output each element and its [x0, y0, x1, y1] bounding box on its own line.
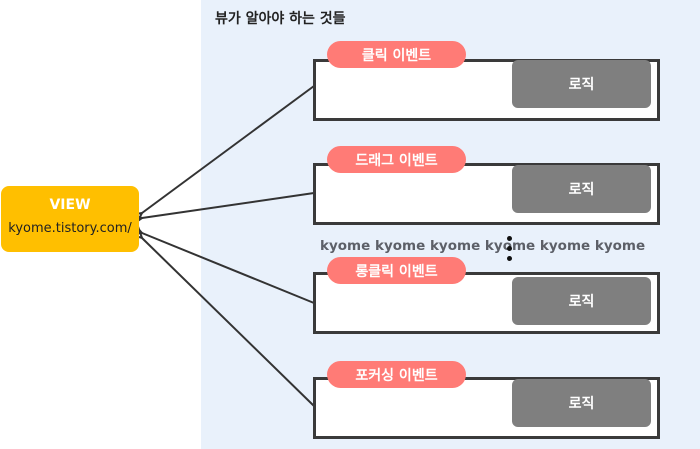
arrow-drag: [142, 192, 315, 218]
drag-logic-box: 로직: [512, 165, 651, 213]
dot: [507, 246, 512, 251]
dot: [507, 256, 512, 261]
drag-event-pill: 드래그 이벤트: [327, 146, 466, 173]
arrow-focus: [142, 238, 315, 407]
panel-title: 뷰가 알아야 하는 것들: [215, 11, 346, 27]
watermark-text: kyome kyome kyome kyome kyome kyome: [320, 238, 646, 254]
focus-event-pill: 포커싱 이벤트: [327, 361, 466, 388]
arrow-longclick: [142, 233, 315, 304]
arrow-click: [142, 85, 315, 213]
view-subtitle: kyome.tistory.com/: [8, 221, 132, 236]
longclick-event-pill: 롱클릭 이벤트: [327, 257, 466, 284]
dot: [507, 236, 512, 241]
cursor-dots: [507, 236, 513, 262]
longclick-logic-box: 로직: [512, 277, 651, 325]
view-box: VIEW kyome.tistory.com/: [1, 186, 139, 252]
focus-logic-box: 로직: [512, 379, 651, 427]
click-event-pill: 클릭 이벤트: [327, 41, 466, 68]
view-title: VIEW: [49, 197, 91, 213]
click-logic-box: 로직: [512, 60, 651, 108]
